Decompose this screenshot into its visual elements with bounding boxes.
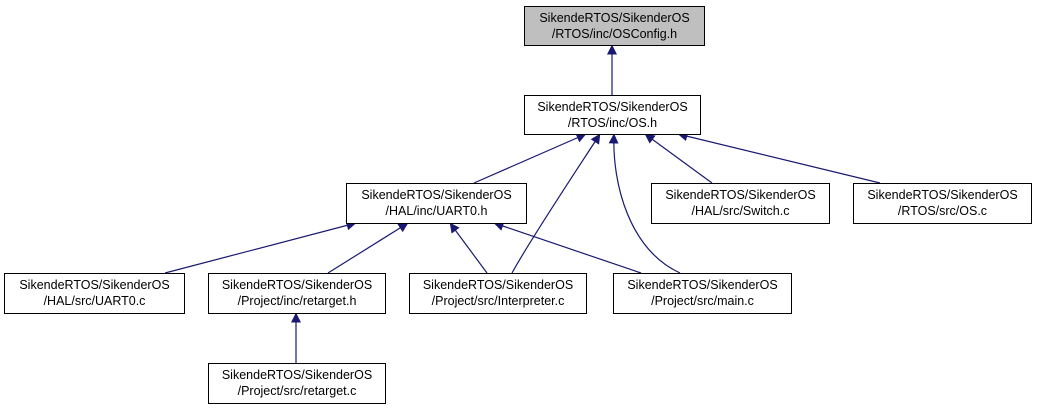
edge-uart0_c-to-uart0_h <box>164 220 357 274</box>
node-box <box>524 95 701 135</box>
node-label-line2: /RTOS/src/OS.c <box>898 204 987 218</box>
node-box <box>208 363 386 404</box>
edges-layer <box>164 44 881 363</box>
node-label-line1: SikendeRTOS/SikenderOS <box>627 278 777 292</box>
node-uart0_h[interactable]: SikendeRTOS/SikenderOS/HAL/inc/UART0.h <box>346 183 527 224</box>
nodes-layer: SikendeRTOS/SikenderOS/RTOS/inc/OSConfig… <box>4 6 1032 404</box>
node-retarget_c[interactable]: SikendeRTOS/SikenderOS/Project/src/retar… <box>208 363 386 404</box>
node-switch_c[interactable]: SikendeRTOS/SikenderOS/HAL/src/Switch.c <box>651 183 830 224</box>
edge-interpreter-to-os_h <box>511 133 601 274</box>
node-label-line1: SikendeRTOS/SikenderOS <box>423 278 573 292</box>
node-label-line1: SikendeRTOS/SikenderOS <box>222 368 372 382</box>
node-label-line1: SikendeRTOS/SikenderOS <box>665 188 815 202</box>
node-label-line1: SikendeRTOS/SikenderOS <box>537 100 687 114</box>
node-uart0_c[interactable]: SikendeRTOS/SikenderOS/HAL/src/UART0.c <box>4 273 185 314</box>
node-os_c[interactable]: SikendeRTOS/SikenderOS/RTOS/src/OS.c <box>853 183 1032 224</box>
node-label-line2: /HAL/inc/UART0.h <box>386 204 488 218</box>
node-box <box>409 273 587 314</box>
node-os_h[interactable]: SikendeRTOS/SikenderOS/RTOS/inc/OS.h <box>524 95 701 135</box>
node-label-line1: SikendeRTOS/SikenderOS <box>361 188 511 202</box>
node-label-line2: /HAL/src/Switch.c <box>692 204 790 218</box>
node-osconfig: SikendeRTOS/SikenderOS/RTOS/inc/OSConfig… <box>524 6 705 46</box>
node-interpreter[interactable]: SikendeRTOS/SikenderOS/Project/src/Inter… <box>409 273 587 314</box>
edge-retarget_h-to-uart0_h <box>327 222 409 274</box>
node-box <box>346 183 527 224</box>
node-main_c[interactable]: SikendeRTOS/SikenderOS/Project/src/main.… <box>613 273 792 314</box>
edge-uart0_h-to-os_h <box>473 133 587 184</box>
node-label-line1: SikendeRTOS/SikenderOS <box>222 278 372 292</box>
node-box <box>524 6 705 46</box>
node-box <box>651 183 830 224</box>
node-label-line2: /RTOS/inc/OSConfig.h <box>552 27 677 41</box>
node-box <box>4 273 185 314</box>
node-label-line1: SikendeRTOS/SikenderOS <box>19 278 169 292</box>
node-label-line2: /Project/src/retarget.c <box>238 384 357 398</box>
node-label-line1: SikendeRTOS/SikenderOS <box>867 188 1017 202</box>
node-label-line1: SikendeRTOS/SikenderOS <box>539 11 689 25</box>
edge-switch_c-to-os_h <box>644 133 713 184</box>
node-label-line2: /HAL/src/UART0.c <box>44 294 146 308</box>
node-retarget_h[interactable]: SikendeRTOS/SikenderOS/Project/inc/retar… <box>208 273 386 314</box>
edge-main_c-to-uart0_h <box>493 221 642 274</box>
edge-main_c-to-os_h <box>608 133 681 274</box>
node-label-line2: /Project/inc/retarget.h <box>238 294 357 308</box>
node-label-line2: /RTOS/inc/OS.h <box>568 116 657 130</box>
node-label-line2: /Project/src/main.c <box>651 294 754 308</box>
node-label-line2: /Project/src/Interpreter.c <box>432 294 565 308</box>
node-box <box>208 273 386 314</box>
node-box <box>613 273 792 314</box>
edge-os_c-to-os_h <box>677 131 881 184</box>
edge-interpreter-to-uart0_h <box>449 222 488 274</box>
node-box <box>853 183 1032 224</box>
